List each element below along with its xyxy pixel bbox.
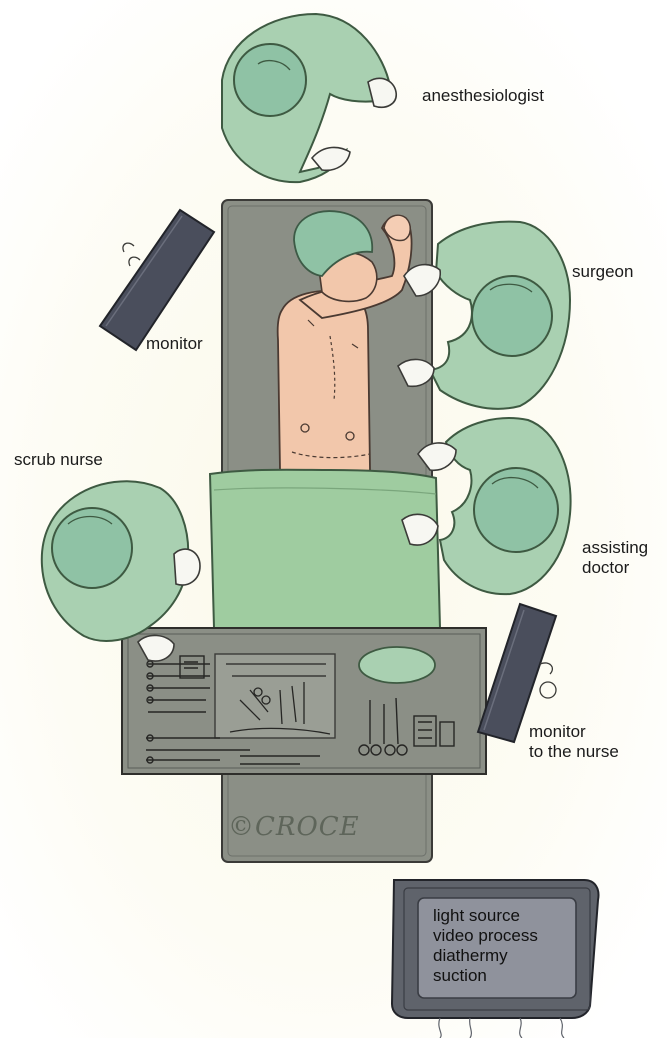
monitor-label: monitor (146, 334, 203, 353)
instrument-tray (122, 628, 486, 774)
monitor-nurse-label-line2: to the nurse (529, 742, 619, 761)
cabinet-line-video-process: video process (433, 926, 538, 945)
monitor-surgeon-side (100, 210, 214, 350)
anesthesiologist-label: anesthesiologist (422, 86, 544, 105)
scrub-nurse-label: scrub nurse (14, 450, 103, 469)
surgeon-label: surgeon (572, 262, 633, 281)
anesthesiologist-figure (222, 14, 396, 182)
assisting-doctor-label-line2: doctor (582, 558, 629, 577)
artist-signature: ©CROCE (228, 812, 360, 842)
assisting-doctor-label-line1: assisting (582, 538, 648, 557)
cabinet-line-light-source: light source (433, 906, 520, 925)
cabinet-line-suction: suction (433, 966, 487, 985)
cabinet-line-diathermy: diathermy (433, 946, 508, 965)
surgical-drape (210, 470, 440, 628)
monitor-nurse-label-line1: monitor (529, 722, 586, 741)
